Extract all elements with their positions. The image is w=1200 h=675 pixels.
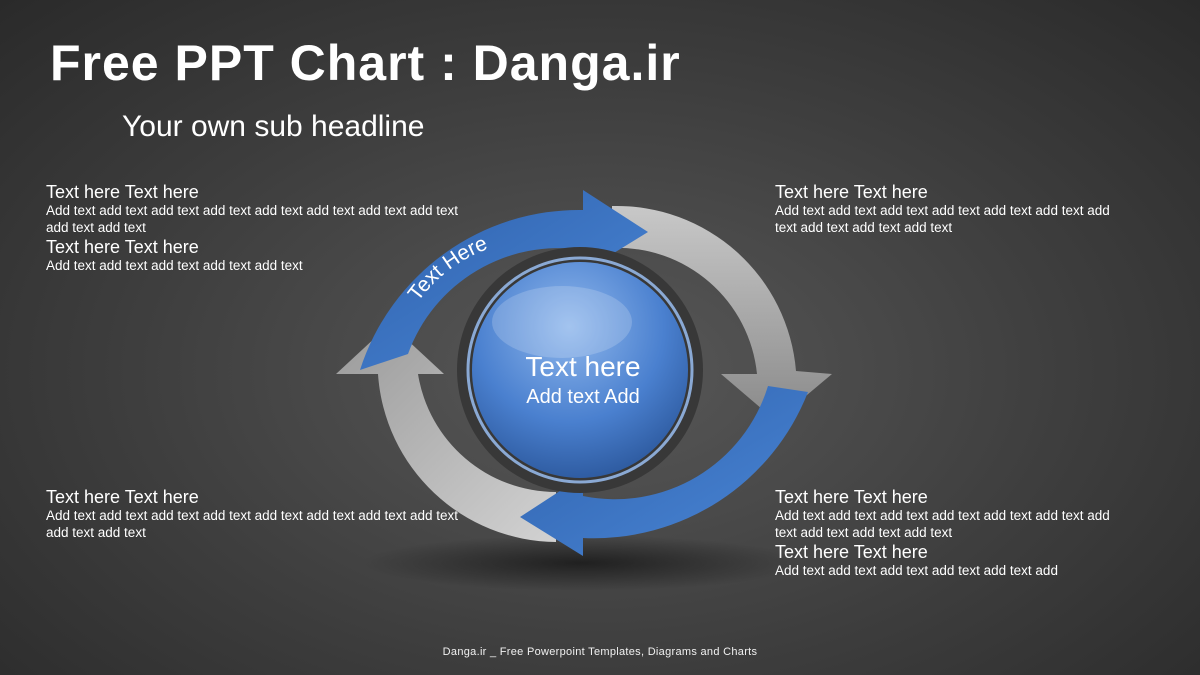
text-block-top-left: Text here Text here Add text add text ad… xyxy=(46,183,476,276)
cycle-arrow-blue-bottom xyxy=(520,386,808,556)
block-body: Add text add text add text add text add … xyxy=(46,203,459,235)
footer-credit: Danga.ir _ Free Powerpoint Templates, Di… xyxy=(442,646,758,658)
text-block-top-right: Text here Text here Add text add text ad… xyxy=(775,183,1135,238)
block-body: Add text add text add text add text add … xyxy=(775,563,1058,578)
block-body: Add text add text add text add text add … xyxy=(46,508,459,540)
text-block-bottom-left: Text here Text here Add text add text ad… xyxy=(46,488,476,543)
block-body: Add text add text add text add text add … xyxy=(775,203,1110,235)
block-heading: Text here Text here xyxy=(775,542,928,562)
block-body: Add text add text add text add text add … xyxy=(46,258,303,273)
block-heading: Text here Text here xyxy=(46,182,199,202)
block-heading: Text here Text here xyxy=(46,487,199,507)
cycle-arrow-blue-top xyxy=(360,190,648,370)
slide-title: Free PPT Chart : Danga.ir xyxy=(50,35,681,91)
block-body: Add text add text add text add text add … xyxy=(775,508,1110,540)
slide-subtitle: Your own sub headline xyxy=(122,110,425,143)
block-heading: Text here Text here xyxy=(775,182,928,202)
block-heading: Text here Text here xyxy=(46,237,199,257)
center-sphere xyxy=(472,262,688,478)
cycle-arrow-gray-right xyxy=(612,205,832,421)
text-block-bottom-right: Text here Text here Add text add text ad… xyxy=(775,488,1135,581)
floor-shadow xyxy=(362,535,802,591)
center-body: Add text Add xyxy=(526,386,639,408)
block-heading: Text here Text here xyxy=(775,487,928,507)
cycle-arrow-gray-left xyxy=(336,324,556,542)
center-sphere-rim xyxy=(466,256,694,484)
center-title: Text here xyxy=(525,351,640,382)
sphere-highlight xyxy=(492,286,632,358)
